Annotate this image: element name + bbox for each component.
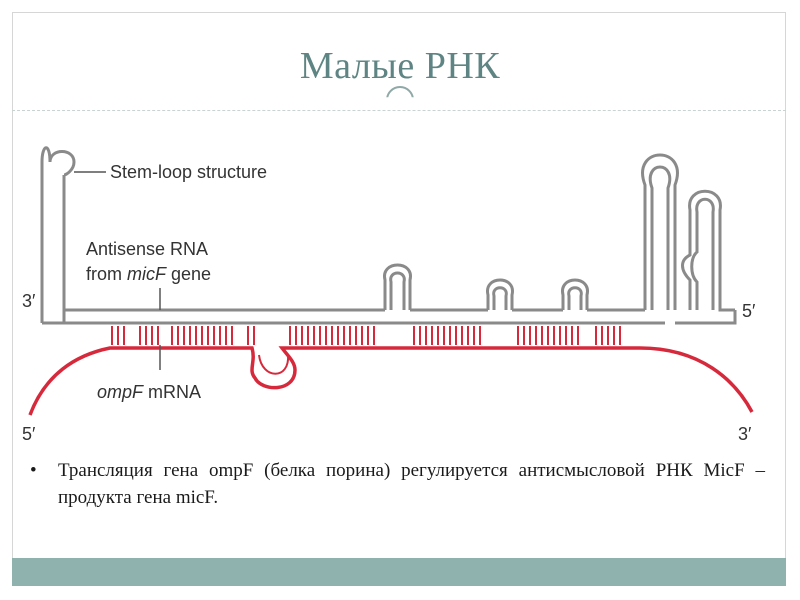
base-pairing bbox=[111, 326, 621, 345]
stem-loop-label: Stem-loop structure bbox=[110, 162, 267, 182]
antisense-rna-label-line1: Antisense RNA bbox=[86, 239, 208, 259]
mrna-bulge-loop bbox=[258, 354, 290, 375]
antisense-from-text: from bbox=[86, 264, 127, 284]
antisense-rna-strand bbox=[40, 146, 737, 325]
antisense-rna-label-line2: from micF gene bbox=[86, 264, 211, 284]
ompf-mrna-strand bbox=[28, 346, 754, 416]
footer-bar bbox=[12, 558, 786, 586]
ompf-mrna-label: ompF mRNA bbox=[97, 382, 201, 402]
leader-lines bbox=[74, 171, 161, 370]
bullet-item: • Трансляция гена ompF (белка порина) ре… bbox=[30, 458, 765, 511]
mrna-3prime-end: 3′ bbox=[738, 424, 752, 444]
micf-ompf-diagram: Stem-loop structure Antisense RNA from m… bbox=[22, 146, 756, 444]
gene-word: gene bbox=[166, 264, 211, 284]
slide-title: Малые РНК bbox=[299, 45, 501, 87]
mrna-5prime-end: 5′ bbox=[22, 424, 36, 444]
title-divider bbox=[12, 110, 786, 111]
bullet-text: Трансляция гена ompF (белка порина) регу… bbox=[58, 460, 765, 508]
mrna-word: mRNA bbox=[143, 382, 201, 402]
bullet-marker: • bbox=[30, 460, 37, 481]
antisense-3prime-end: 3′ bbox=[22, 291, 36, 311]
micf-gene-name: micF bbox=[127, 264, 167, 284]
ompf-gene-name: ompF bbox=[97, 382, 144, 402]
antisense-5prime-end: 5′ bbox=[742, 301, 756, 321]
